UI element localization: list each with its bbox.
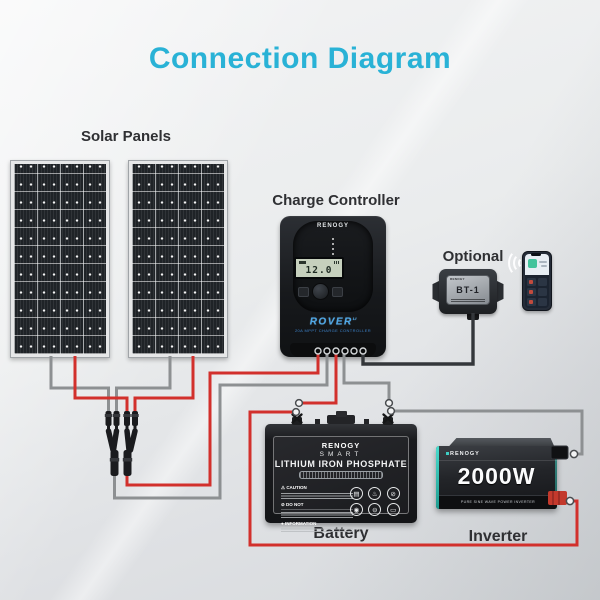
lcd-bars-icon xyxy=(334,261,339,264)
battery-warnings-text: ⚠ CAUTION ⊘ DO NOT ● INFORMATION xyxy=(281,482,353,532)
controller-terminal-strip xyxy=(290,343,376,357)
battery-warning-icons: ▤ ♨ ⊘ ◉ ⊖ ▭ xyxy=(350,487,402,516)
renogy-logo: RENOGY xyxy=(321,441,361,450)
battery-warning-icon: ♨ xyxy=(368,487,382,500)
bt1-name: BT-1 xyxy=(456,285,480,295)
solar-panels-label: Solar Panels xyxy=(80,128,172,145)
warning-icon: ⚠ xyxy=(281,485,286,490)
bt1-faceplate: RENOGY BT-1 xyxy=(446,275,490,305)
inverter-spec-band: PURE SINE WAVE POWER INVERTER xyxy=(439,495,557,509)
renogy-logo: RENOGY xyxy=(446,451,480,457)
phone-app-cell xyxy=(527,298,536,306)
inverter-groove xyxy=(439,460,557,461)
controller-lcd-display: 12.0 xyxy=(294,257,344,279)
controller-right-button xyxy=(332,287,343,297)
bt1-fineprint xyxy=(451,299,485,302)
phone-app-cell xyxy=(527,278,536,286)
lcd-battery-icon xyxy=(299,261,306,264)
phone-screen xyxy=(525,254,549,308)
phone-notch xyxy=(531,253,541,256)
controller-buttons xyxy=(280,283,386,301)
battery-fineprint xyxy=(281,509,353,518)
charge-controller-label: Charge Controller xyxy=(272,192,400,209)
battery-warning-icon: ⊘ xyxy=(386,487,400,500)
charge-controller: RENOGY 12.0 ROVERLI 20A MPPT CHARGE CONT… xyxy=(280,216,386,357)
controller-subtitle: 20A MPPT CHARGE CONTROLLER xyxy=(294,328,372,333)
battery-terminals xyxy=(291,411,394,425)
battery-fineprint xyxy=(281,527,353,532)
battery-warning-icon: ⊖ xyxy=(368,503,382,516)
battery-warning-icon: ▭ xyxy=(386,503,400,516)
controller-left-button xyxy=(298,287,309,297)
mc4-branch-connectors xyxy=(104,411,139,476)
phone-app-cell xyxy=(538,288,547,296)
phone-app-header xyxy=(525,254,549,275)
battery-banner xyxy=(299,471,383,479)
phone-app-cell xyxy=(538,278,547,286)
battery-information-heading: ● INFORMATION xyxy=(281,521,317,526)
phone-app-cell xyxy=(538,298,547,306)
battery-caution-heading: ⚠ CAUTION xyxy=(281,485,307,490)
battery-donot-heading: ⊘ DO NOT xyxy=(281,502,304,507)
lcd-voltage-value: 12.0 xyxy=(305,265,333,276)
controller-select-button xyxy=(312,283,329,300)
battery-warning-icon: ◉ xyxy=(350,503,363,516)
controller-model-name: ROVERLI xyxy=(309,316,357,328)
battery-warning-icon: ▤ xyxy=(350,487,363,500)
renogy-logo: RENOGY xyxy=(316,223,349,229)
info-icon: ● xyxy=(281,521,284,526)
inverter-power-rating: 2000W xyxy=(457,463,536,489)
prohibited-icon: ⊘ xyxy=(281,502,285,507)
phone-battery-tile xyxy=(528,259,537,268)
phone-text-line xyxy=(541,265,547,267)
battery-chemistry-text: LITHIUM IRON PHOSPHATE xyxy=(274,459,408,469)
renogy-logo-icon xyxy=(446,452,449,455)
bt1-module: RENOGY BT-1 xyxy=(439,269,497,314)
phone-app-cell xyxy=(527,288,536,296)
battery-smart-text: SMART xyxy=(319,451,363,458)
battery: RENOGY SMART LITHIUM IRON PHOSPHATE ⚠ CA… xyxy=(265,424,417,532)
phone-app-grid xyxy=(525,275,549,308)
inverter-label: Inverter xyxy=(468,528,528,545)
bt1-brand: RENOGY xyxy=(450,277,465,281)
battery-fineprint xyxy=(281,492,353,499)
controller-led-indicators xyxy=(280,235,386,255)
solar-panel-right xyxy=(128,160,228,358)
smartphone xyxy=(522,251,552,311)
solar-panel-left xyxy=(10,160,110,358)
phone-text-line xyxy=(539,261,547,263)
battery-faceplate: RENOGY SMART LITHIUM IRON PHOSPHATE ⚠ CA… xyxy=(273,436,409,532)
bt1-mount-ear xyxy=(432,280,441,303)
solar-panel-cells xyxy=(132,164,224,354)
bt1-mount-ear xyxy=(495,280,504,303)
optional-label: Optional xyxy=(442,248,504,265)
solar-panel-cells xyxy=(14,164,106,354)
inverter: RENOGY 2000W PURE SINE WAVE POWER INVERT… xyxy=(436,446,557,509)
page-title: Connection Diagram xyxy=(148,42,452,75)
